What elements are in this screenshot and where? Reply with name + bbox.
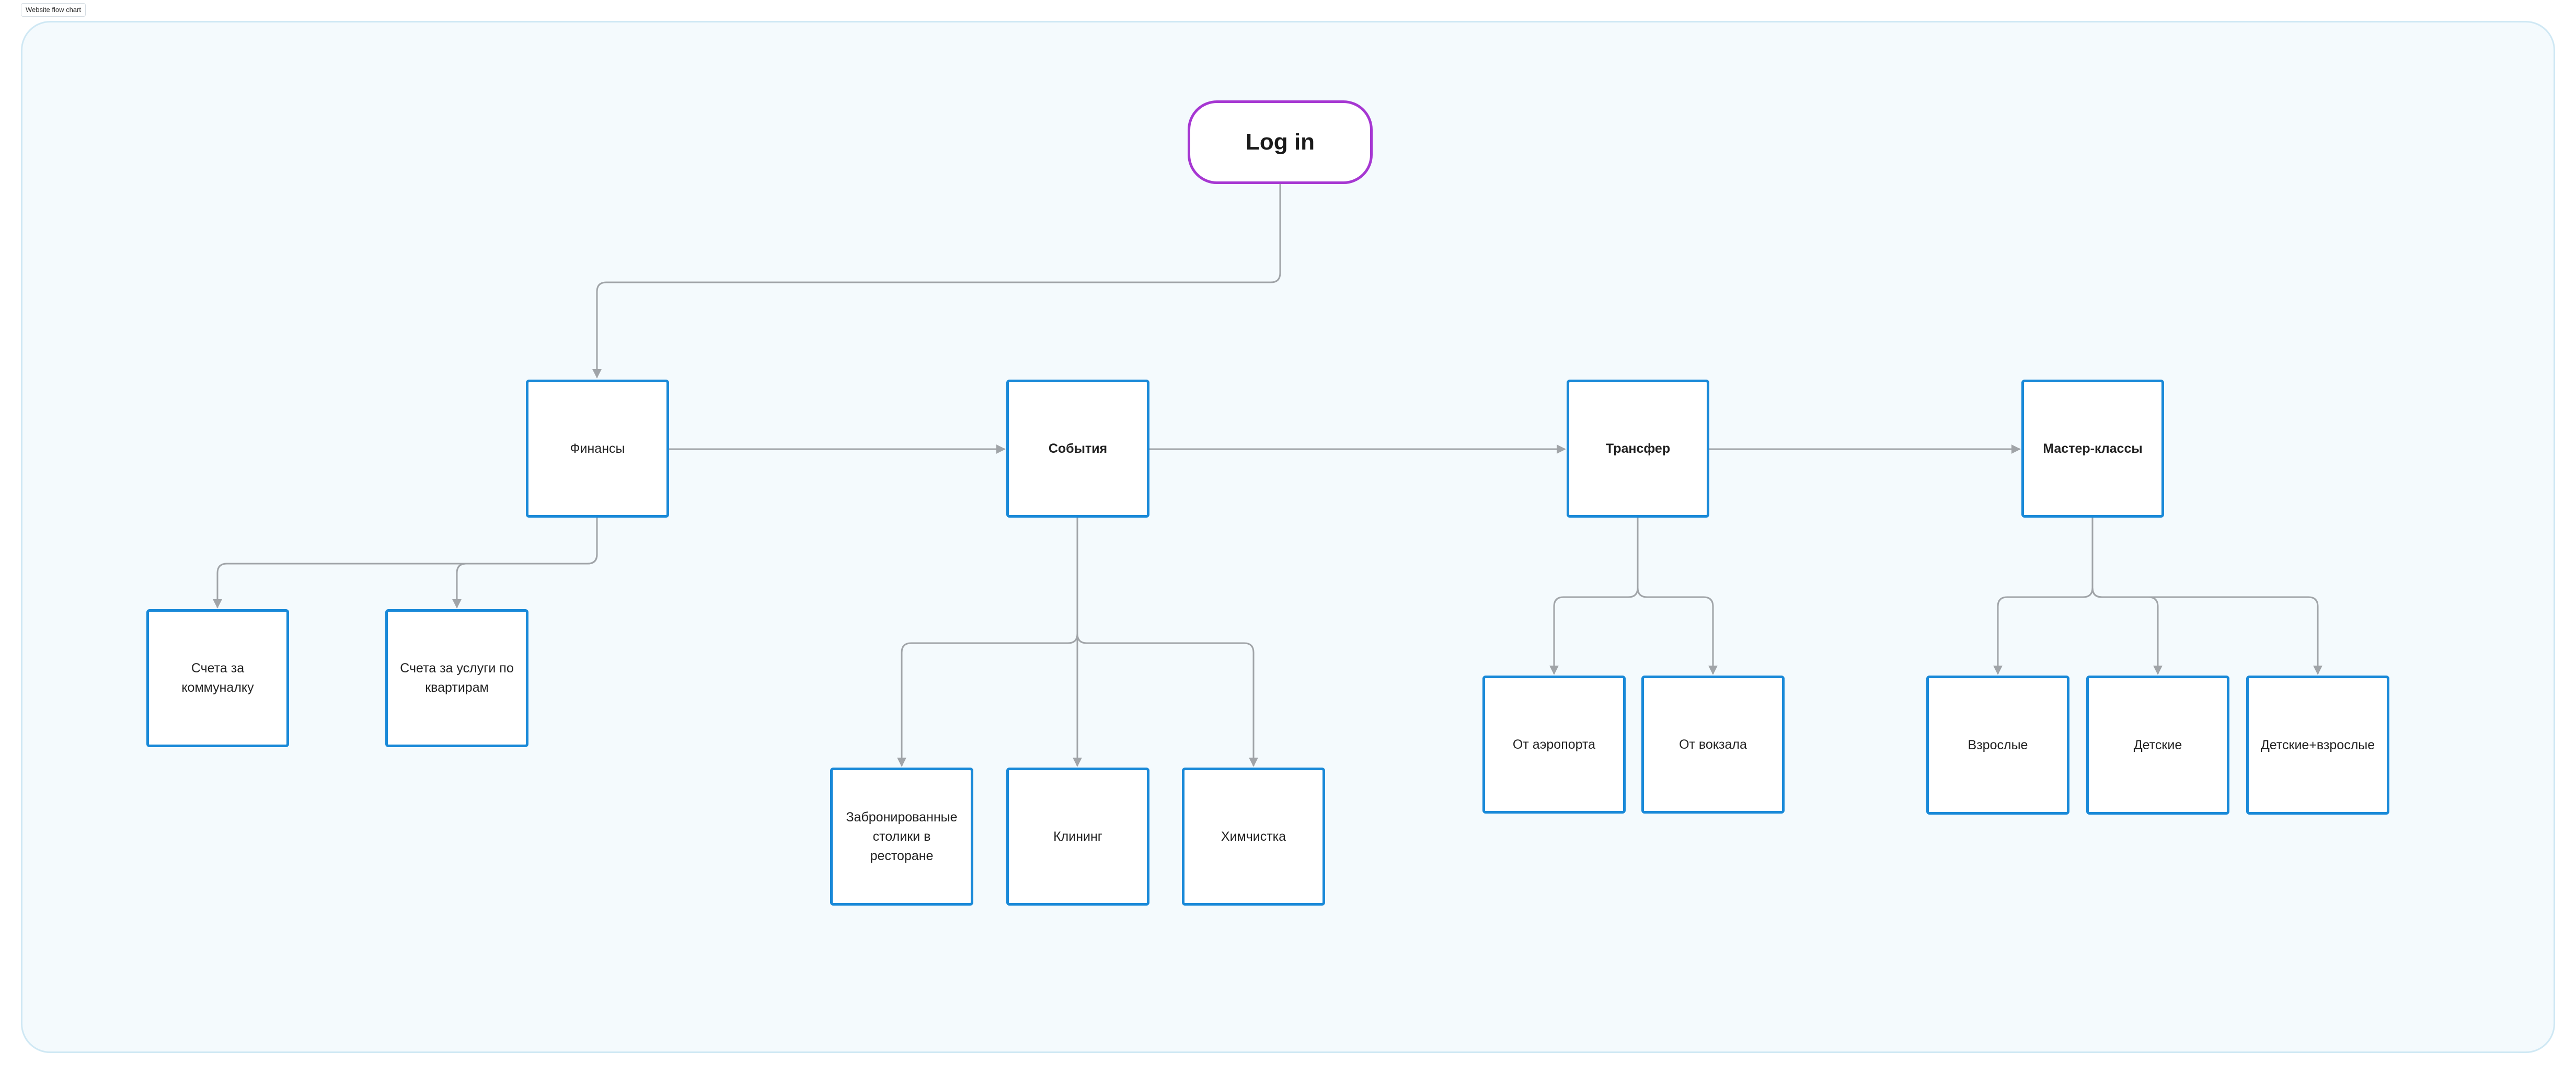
node-from-airport[interactable]: От аэропорта bbox=[1482, 676, 1626, 814]
node-utilities-bills[interactable]: Счета за коммуналку bbox=[146, 609, 289, 747]
connector-finance-to-apartment-bills bbox=[452, 518, 598, 609]
connector-workshops-to-kids bbox=[2091, 518, 2163, 675]
node-dry-cleaning[interactable]: Химчистка bbox=[1182, 768, 1325, 906]
start-node-login[interactable]: Log in bbox=[1188, 100, 1373, 184]
connector-workshops-to-adults bbox=[1993, 518, 2094, 675]
node-kids[interactable]: Детские bbox=[2086, 676, 2229, 815]
node-events[interactable]: События bbox=[1006, 380, 1149, 518]
node-cleaning[interactable]: Клининг bbox=[1006, 768, 1149, 906]
connector-finance-to-utilities bbox=[213, 518, 598, 609]
connector-transfer-to-station bbox=[1637, 518, 1718, 675]
frame-label[interactable]: Website flow chart bbox=[21, 3, 86, 17]
connector-events-to-restaurant bbox=[897, 518, 1078, 767]
node-workshops[interactable]: Мастер-классы bbox=[2021, 380, 2164, 518]
connector-login-to-finance bbox=[592, 184, 1281, 379]
connector-transfer-to-airport bbox=[1549, 518, 1639, 675]
node-apartment-service-bills[interactable]: Счета за услуги по квартирам bbox=[385, 609, 528, 747]
node-transfer[interactable]: Трансфер bbox=[1567, 380, 1709, 518]
node-restaurant-reservations[interactable]: Забронированные столики в ресторане bbox=[830, 768, 973, 906]
node-kids-and-adults[interactable]: Детские+взрослые bbox=[2246, 676, 2389, 815]
node-finance[interactable]: Финансы bbox=[526, 380, 669, 518]
connector-workshops-to-kids-adults bbox=[2091, 518, 2322, 675]
node-adults[interactable]: Взрослые bbox=[1926, 676, 2069, 815]
connector-events-to-drycleaning bbox=[1076, 518, 1258, 767]
node-from-station[interactable]: От вокзала bbox=[1641, 676, 1785, 814]
